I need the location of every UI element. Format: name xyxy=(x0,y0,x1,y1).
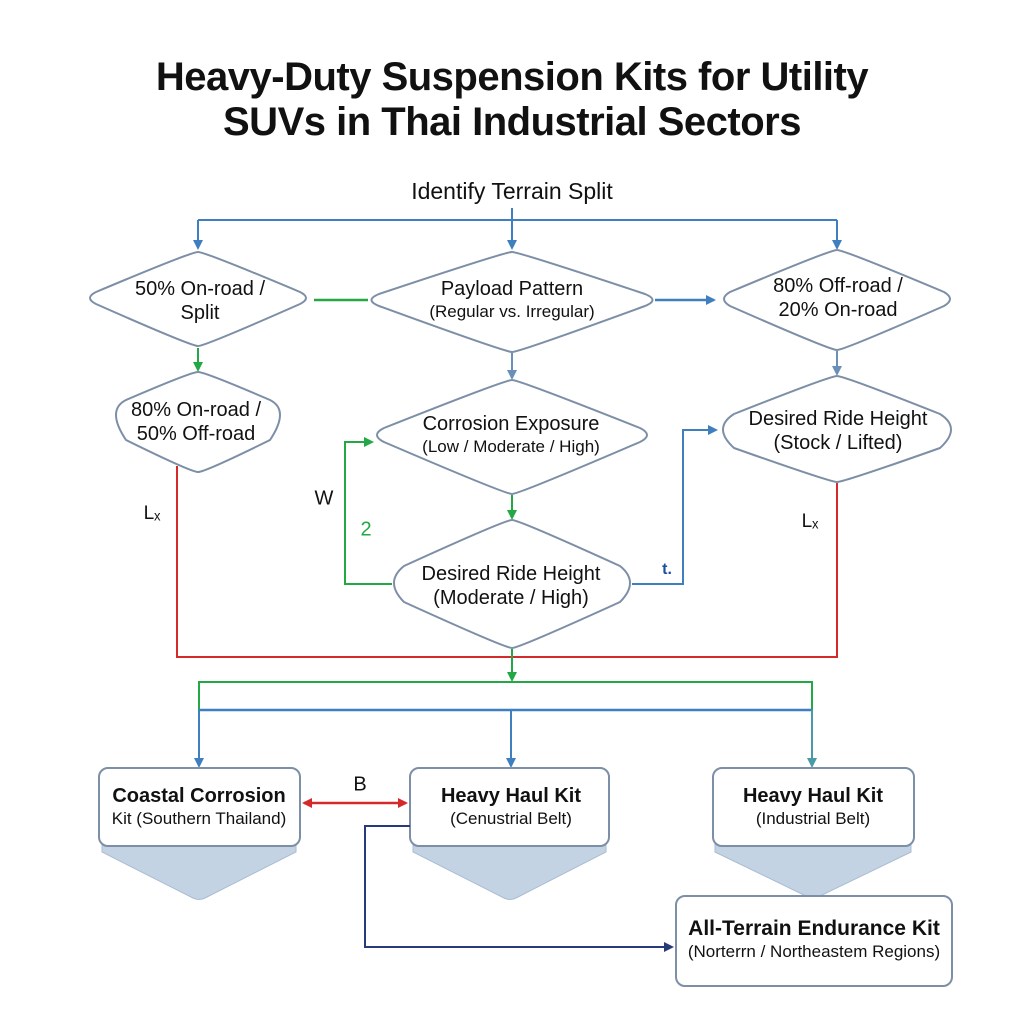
decision-onroad-split-line2: Split xyxy=(180,302,220,324)
decision-payload-line2: (Regular vs. Irregular) xyxy=(429,302,595,321)
decision-onroad-split-label: 50% On-road / Split xyxy=(135,277,265,325)
kit-heavy-haul-center-line1: Heavy Haul Kit xyxy=(440,785,582,807)
kit-coastal-corrosion[interactable] xyxy=(98,767,301,900)
decision-ride-height-center-line2: (Moderate / High) xyxy=(433,587,589,609)
decision-corrosion-line2: (Low / Moderate / High) xyxy=(422,437,600,456)
decision-offroad-line2: 20% On-road xyxy=(778,299,898,321)
kit-all-terrain-endurance[interactable] xyxy=(675,895,953,987)
decision-onroad-split-line1: 50% On-road / xyxy=(134,278,266,300)
decision-onroad-mix-line2: 50% Off-road xyxy=(136,423,256,445)
annotation-b: B xyxy=(353,773,367,796)
connector-loop-back-green xyxy=(344,437,392,585)
start-node-label: Identify Terrain Split xyxy=(411,178,613,204)
kit-heavy-haul-center[interactable] xyxy=(409,767,610,900)
annotation-w: W xyxy=(314,487,334,510)
decision-onroad-mix-label: 80% On-road / 50% Off-road xyxy=(131,398,261,446)
decision-ride-height-right-line2: (Stock / Lifted) xyxy=(773,432,903,454)
kit-all-terrain-line2: (Norterrn / Northeastem Regions) xyxy=(687,942,941,961)
connector-heavy-haul-to-all-terrain xyxy=(364,825,674,952)
kit-heavy-haul-right[interactable] xyxy=(712,767,915,899)
kit-coastal-line1: Coastal Corrosion xyxy=(112,785,286,807)
kit-heavy-haul-center-label: Heavy Haul Kit (Cenustrial Belt) xyxy=(441,784,581,830)
kit-all-terrain-label: All-Terrain Endurance Kit (Norterrn / No… xyxy=(688,917,940,963)
kit-all-terrain-line1: All-Terrain Endurance Kit xyxy=(688,917,940,940)
decision-ride-height-center-line1: Desired Ride Height xyxy=(421,563,601,585)
decision-onroad-mix-line1: 80% On-road / xyxy=(130,399,262,421)
decision-ride-height-right[interactable] xyxy=(722,374,952,484)
kit-coastal-line2: Kit (Southern Thailand) xyxy=(111,809,287,828)
decision-corrosion-exposure[interactable] xyxy=(376,378,648,496)
kit-heavy-haul-right-label: Heavy Haul Kit (Industrial Belt) xyxy=(743,784,883,830)
decision-offroad-label: 80% Off-road / 20% On-road xyxy=(773,274,903,322)
decision-corrosion-line1: Corrosion Exposure xyxy=(422,413,600,435)
decision-onroad-split[interactable] xyxy=(89,250,307,348)
decision-ride-height-center-label: Desired Ride Height (Moderate / High) xyxy=(422,562,601,610)
page-title-line1: Heavy-Duty Suspension Kits for Utility xyxy=(155,55,869,99)
kit-heavy-haul-center-line2: (Cenustrial Belt) xyxy=(450,809,572,828)
connector-red-collector xyxy=(176,466,838,658)
annotation-left-l: Lₓ xyxy=(143,503,161,524)
connector-to-ride-height-right xyxy=(632,425,718,585)
decision-corrosion-label: Corrosion Exposure (Low / Moderate / Hig… xyxy=(422,412,600,458)
decision-payload-label: Payload Pattern (Regular vs. Irregular) xyxy=(429,277,594,323)
kit-coastal-label: Coastal Corrosion Kit (Southern Thailand… xyxy=(112,784,287,830)
connector-green-bus xyxy=(198,681,813,710)
kit-heavy-haul-right-line2: (Industrial Belt) xyxy=(755,809,871,828)
decision-ride-height-right-line1: Desired Ride Height xyxy=(748,408,928,430)
decision-ride-height-center[interactable] xyxy=(393,518,631,650)
page-title-line2: SUVs in Thai Industrial Sectors xyxy=(223,100,801,144)
annotation-t: t. xyxy=(662,561,672,578)
decision-offroad[interactable] xyxy=(723,248,951,352)
annotation-two: 2 xyxy=(360,518,372,541)
decision-ride-height-right-label: Desired Ride Height (Stock / Lifted) xyxy=(749,407,928,455)
decision-onroad-mix[interactable] xyxy=(115,370,281,474)
decision-payload-pattern[interactable] xyxy=(370,250,654,354)
kit-heavy-haul-right-line1: Heavy Haul Kit xyxy=(742,785,884,807)
decision-offroad-line1: 80% Off-road / xyxy=(773,275,903,297)
decision-payload-line1: Payload Pattern xyxy=(440,278,584,300)
annotation-right-l: Lₓ xyxy=(801,511,819,532)
connector-start-split xyxy=(193,208,842,250)
